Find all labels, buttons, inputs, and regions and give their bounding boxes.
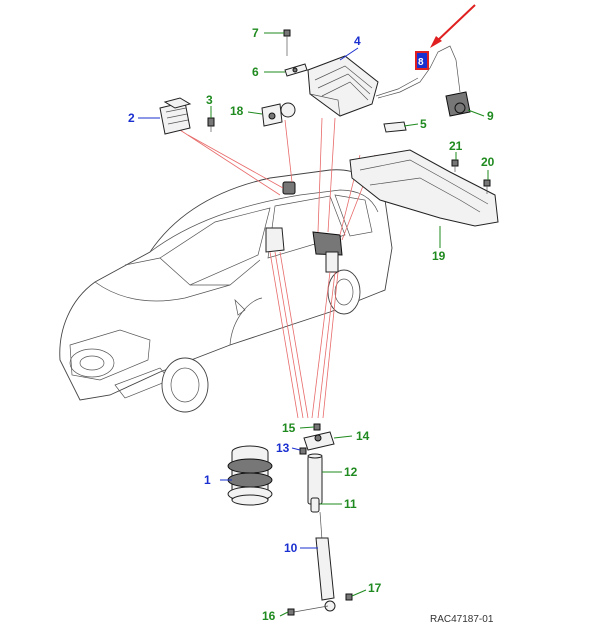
- callout-13: 13: [276, 441, 290, 455]
- part-8-highlight-box: [415, 51, 429, 70]
- callout-9: 9: [487, 109, 494, 123]
- callout-11: 11: [344, 497, 357, 511]
- part-8-air-pipe: [375, 45, 461, 99]
- callout-15: 15: [282, 421, 296, 435]
- part-15-nut: [313, 423, 321, 431]
- callout-21: 21: [449, 139, 463, 153]
- diagram-reference-code: RAC47187-01: [430, 614, 494, 625]
- part-6-bracket: [284, 63, 308, 77]
- part-10-shock-absorber: [315, 511, 336, 612]
- part-14-top-mount: [303, 431, 335, 451]
- callout-labels: 1 2 3 4 5 6 7 8 9 10 11 12 13 14 15 16 1…: [128, 26, 495, 623]
- callout-8: 8: [418, 57, 424, 68]
- callout-1: 1: [204, 473, 211, 487]
- callout-5: 5: [420, 117, 427, 131]
- callout-6: 6: [252, 65, 259, 79]
- callout-4: 4: [354, 34, 361, 48]
- in-vehicle-components: [265, 181, 343, 273]
- part-18-valve-block: [261, 102, 296, 127]
- callout-17: 17: [368, 581, 382, 595]
- part-17-nut: [345, 593, 353, 601]
- part-12-dust-cover: [307, 453, 323, 505]
- callout-14: 14: [356, 429, 370, 443]
- callout-3: 3: [206, 93, 213, 107]
- callout-7: 7: [252, 26, 259, 40]
- part-9-reservoir: [445, 91, 471, 117]
- part-20-screw: [483, 179, 491, 194]
- part-3-screw: [207, 117, 215, 132]
- part-4-compressor: [307, 55, 379, 117]
- callout-leader-lines: [138, 32, 489, 617]
- callout-18: 18: [230, 104, 244, 118]
- highlight-arrow: [430, 4, 476, 48]
- callout-20: 20: [481, 155, 495, 169]
- part-1-air-spring: [227, 445, 273, 506]
- part-11-bump-stop: [310, 497, 320, 513]
- part-13-nut: [299, 447, 307, 455]
- callout-19: 19: [432, 249, 446, 263]
- part-5-sensor: [383, 121, 407, 133]
- part-19-heat-shield: [349, 149, 499, 227]
- part-2-control-module: [159, 97, 192, 135]
- callout-10: 10: [284, 541, 298, 555]
- callout-2: 2: [128, 111, 135, 125]
- part-21-screw: [451, 159, 459, 172]
- part-7-bolt: [283, 29, 291, 56]
- callout-16: 16: [262, 609, 276, 623]
- part-16-bolt: [287, 605, 329, 616]
- vehicle-outline: [59, 169, 393, 413]
- callout-12: 12: [344, 465, 358, 479]
